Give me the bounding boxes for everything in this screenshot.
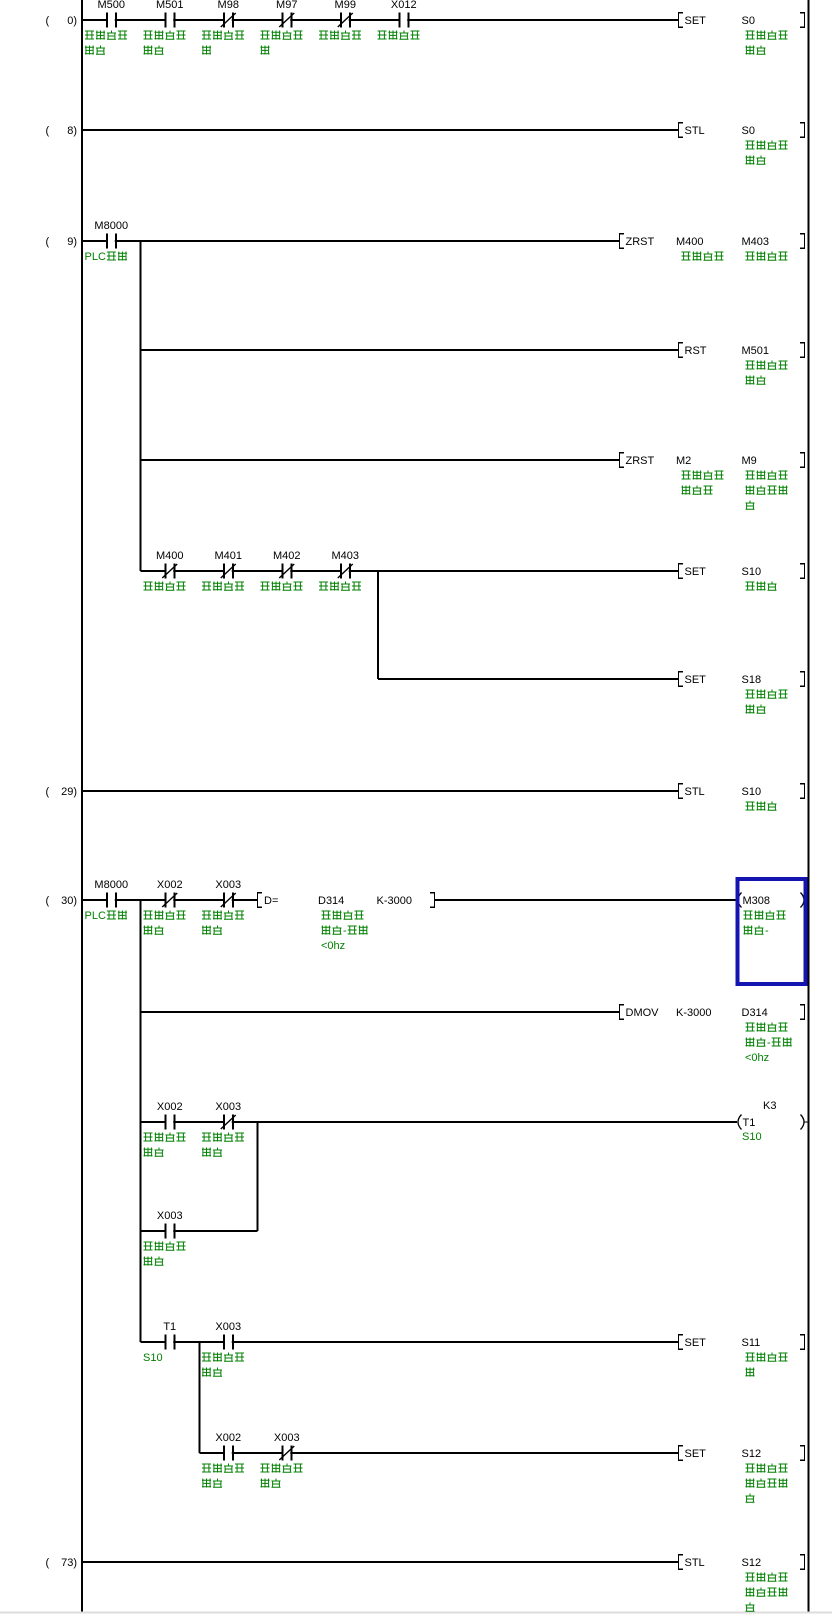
svg-text:73): 73) [61,1557,77,1569]
svg-text:-: - [343,925,347,937]
svg-text:SET: SET [685,1337,707,1349]
svg-text:K-3000: K-3000 [377,895,412,907]
svg-text:S12: S12 [742,1448,762,1460]
svg-text:(: ( [46,786,50,798]
svg-text:(: ( [46,236,50,248]
svg-text:S0: S0 [742,15,755,27]
svg-text:S10: S10 [742,566,762,578]
svg-text:-: - [765,925,769,937]
svg-text:(: ( [46,15,50,27]
svg-text:SET: SET [685,1448,707,1460]
svg-text:S12: S12 [742,1557,762,1569]
svg-text:29): 29) [61,786,77,798]
svg-text:M501: M501 [742,345,770,357]
svg-text:X003: X003 [274,1432,300,1444]
svg-text:M401: M401 [214,550,242,562]
svg-text:<0hz: <0hz [321,940,345,952]
svg-text:D=: D= [264,895,278,907]
svg-text:M400: M400 [676,236,704,248]
svg-text:STL: STL [685,125,705,137]
svg-text:K-3000: K-3000 [676,1007,711,1019]
svg-text:T1: T1 [743,1117,756,1129]
svg-text:DMOV: DMOV [626,1007,660,1019]
svg-text:M402: M402 [273,550,301,562]
svg-text:(: ( [46,125,50,137]
svg-text:M400: M400 [156,550,184,562]
svg-text:S0: S0 [742,125,755,137]
svg-text:S10: S10 [143,1352,163,1364]
svg-text:X012: X012 [391,0,417,11]
svg-text:X003: X003 [215,1101,241,1113]
svg-text:S18: S18 [742,674,762,686]
svg-text:ZRST: ZRST [626,455,655,467]
svg-text:M403: M403 [331,550,359,562]
svg-text:M8000: M8000 [94,879,128,891]
svg-text:M501: M501 [156,0,184,11]
svg-text:S11: S11 [742,1337,761,1349]
svg-text:0): 0) [67,15,77,27]
svg-text:M9: M9 [742,455,757,467]
svg-text:D314: D314 [742,1007,768,1019]
svg-text:X002: X002 [157,879,183,891]
svg-text:(: ( [46,895,50,907]
svg-text:SET: SET [685,15,707,27]
svg-text:M500: M500 [97,0,125,11]
svg-text:M2: M2 [676,455,691,467]
svg-text:M8000: M8000 [94,220,128,232]
svg-text:<0hz: <0hz [745,1052,769,1064]
svg-text:9): 9) [67,236,77,248]
svg-text:SET: SET [685,566,707,578]
svg-text:M308: M308 [743,895,771,907]
svg-text:(: ( [46,1557,50,1569]
svg-text:X003: X003 [215,1321,241,1333]
svg-text:STL: STL [685,1557,705,1569]
svg-text:PLC: PLC [85,910,106,922]
svg-text:M98: M98 [218,0,239,11]
svg-text:8): 8) [67,125,77,137]
svg-text:RST: RST [685,345,707,357]
svg-text:S10: S10 [742,1131,762,1143]
svg-text:STL: STL [685,786,705,798]
svg-text:D314: D314 [318,895,344,907]
svg-text:30): 30) [61,895,77,907]
svg-text:S10: S10 [742,786,762,798]
svg-text:PLC: PLC [85,251,106,263]
svg-text:SET: SET [685,674,707,686]
svg-text:ZRST: ZRST [626,236,655,248]
svg-text:-: - [767,1037,771,1049]
svg-text:X002: X002 [157,1101,183,1113]
svg-text:X002: X002 [215,1432,241,1444]
svg-text:M403: M403 [742,236,770,248]
svg-text:M99: M99 [335,0,356,11]
svg-text:T1: T1 [163,1321,176,1333]
svg-text:X003: X003 [215,879,241,891]
svg-text:X003: X003 [157,1210,183,1222]
svg-text:M97: M97 [276,0,297,11]
svg-text:K3: K3 [763,1100,776,1112]
